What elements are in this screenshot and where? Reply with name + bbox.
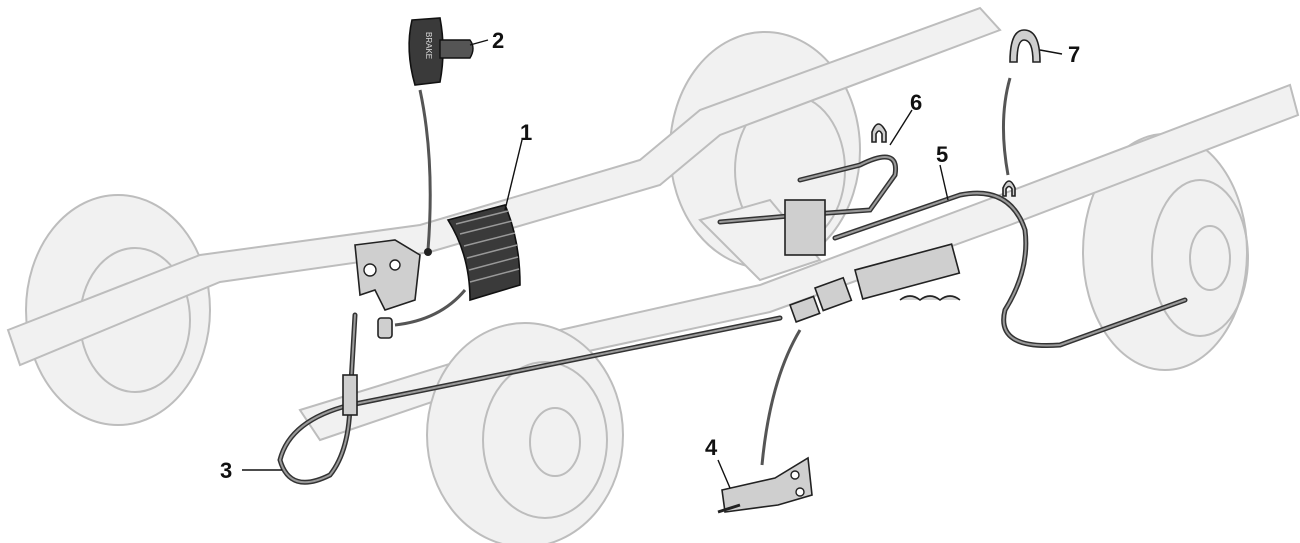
handle-text: BRAKE bbox=[424, 32, 433, 59]
front-cable bbox=[277, 312, 783, 485]
callout-4: 4 bbox=[705, 435, 718, 460]
cable-connector bbox=[717, 329, 813, 514]
callout-7: 7 bbox=[1068, 42, 1080, 67]
leader-lines bbox=[242, 39, 1063, 489]
pedal-pad bbox=[394, 204, 521, 327]
chassis-ghost bbox=[6, 6, 1300, 543]
handle-body bbox=[408, 17, 444, 86]
equalizer-assembly bbox=[788, 243, 961, 323]
cable-clip bbox=[871, 123, 887, 143]
rear-right-cable bbox=[832, 180, 1188, 349]
left-frame-rail bbox=[6, 6, 1002, 367]
pedal-assembly bbox=[354, 239, 421, 339]
callout-3: 3 bbox=[220, 458, 232, 483]
clip-part bbox=[1002, 29, 1041, 176]
callout-5: 5 bbox=[936, 142, 948, 167]
cable-clip-2 bbox=[1002, 180, 1016, 197]
cable-sleeve bbox=[342, 374, 358, 416]
callout-labels: 1 2 3 4 5 6 7 bbox=[220, 28, 1080, 483]
callout-6: 6 bbox=[910, 90, 922, 115]
release-handle: BRAKE bbox=[408, 17, 474, 256]
callout-1: 1 bbox=[520, 120, 532, 145]
bracket bbox=[784, 199, 826, 256]
rear-left-cable bbox=[717, 123, 899, 256]
callout-2: 2 bbox=[492, 28, 504, 53]
